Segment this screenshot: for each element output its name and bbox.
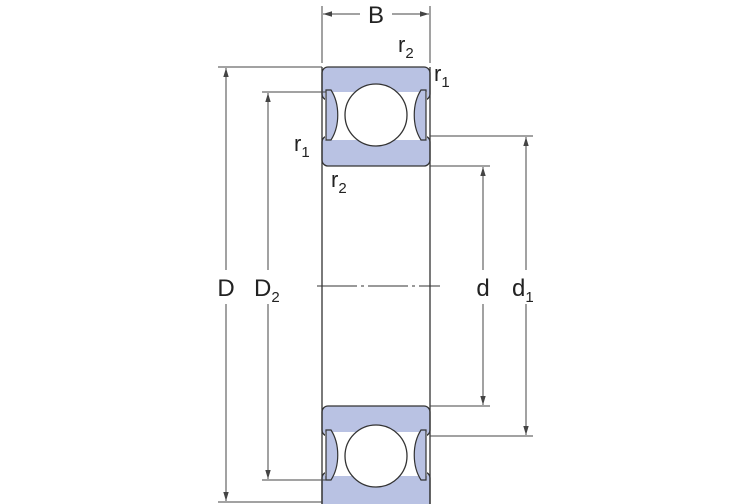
label-d-outer: D xyxy=(217,275,234,302)
label-r2-top-sub: 2 xyxy=(405,45,413,62)
label-r1-left-main: r xyxy=(294,131,301,156)
label-r2-top-main: r xyxy=(398,32,405,57)
label-r1-left: r1 xyxy=(294,131,310,161)
top-ball xyxy=(344,83,408,147)
label-r1-top-main: r xyxy=(434,61,441,86)
top-right-seal xyxy=(413,89,427,141)
label-d1-sub: 1 xyxy=(525,289,533,306)
label-r2-top: r2 xyxy=(398,32,414,62)
top-ring-section xyxy=(321,66,431,167)
bottom-left-seal xyxy=(325,429,339,481)
label-d1-main: d xyxy=(512,275,525,302)
label-r2-left-main: r xyxy=(331,167,338,192)
label-d2: D2 xyxy=(254,275,280,306)
bottom-ring-section xyxy=(321,405,431,504)
dimension-lines xyxy=(218,6,533,503)
label-d-bore: d xyxy=(476,275,489,302)
bottom-ball xyxy=(344,424,408,488)
label-b: B xyxy=(368,2,384,29)
bearing-body xyxy=(317,166,440,406)
labels: B D D2 d d1 r2 r1 r1 r2 xyxy=(217,2,533,306)
label-r1-top: r1 xyxy=(434,61,450,91)
label-d2-sub: 2 xyxy=(271,289,279,306)
label-d2-main: D xyxy=(254,275,271,302)
label-r1-left-sub: 1 xyxy=(301,144,309,161)
label-d1: d1 xyxy=(512,275,534,306)
bottom-right-seal xyxy=(413,429,427,481)
label-r1-top-sub: 1 xyxy=(441,74,449,91)
top-left-seal xyxy=(325,89,339,141)
label-r2-left: r2 xyxy=(331,167,347,197)
label-r2-left-sub: 2 xyxy=(338,180,346,197)
